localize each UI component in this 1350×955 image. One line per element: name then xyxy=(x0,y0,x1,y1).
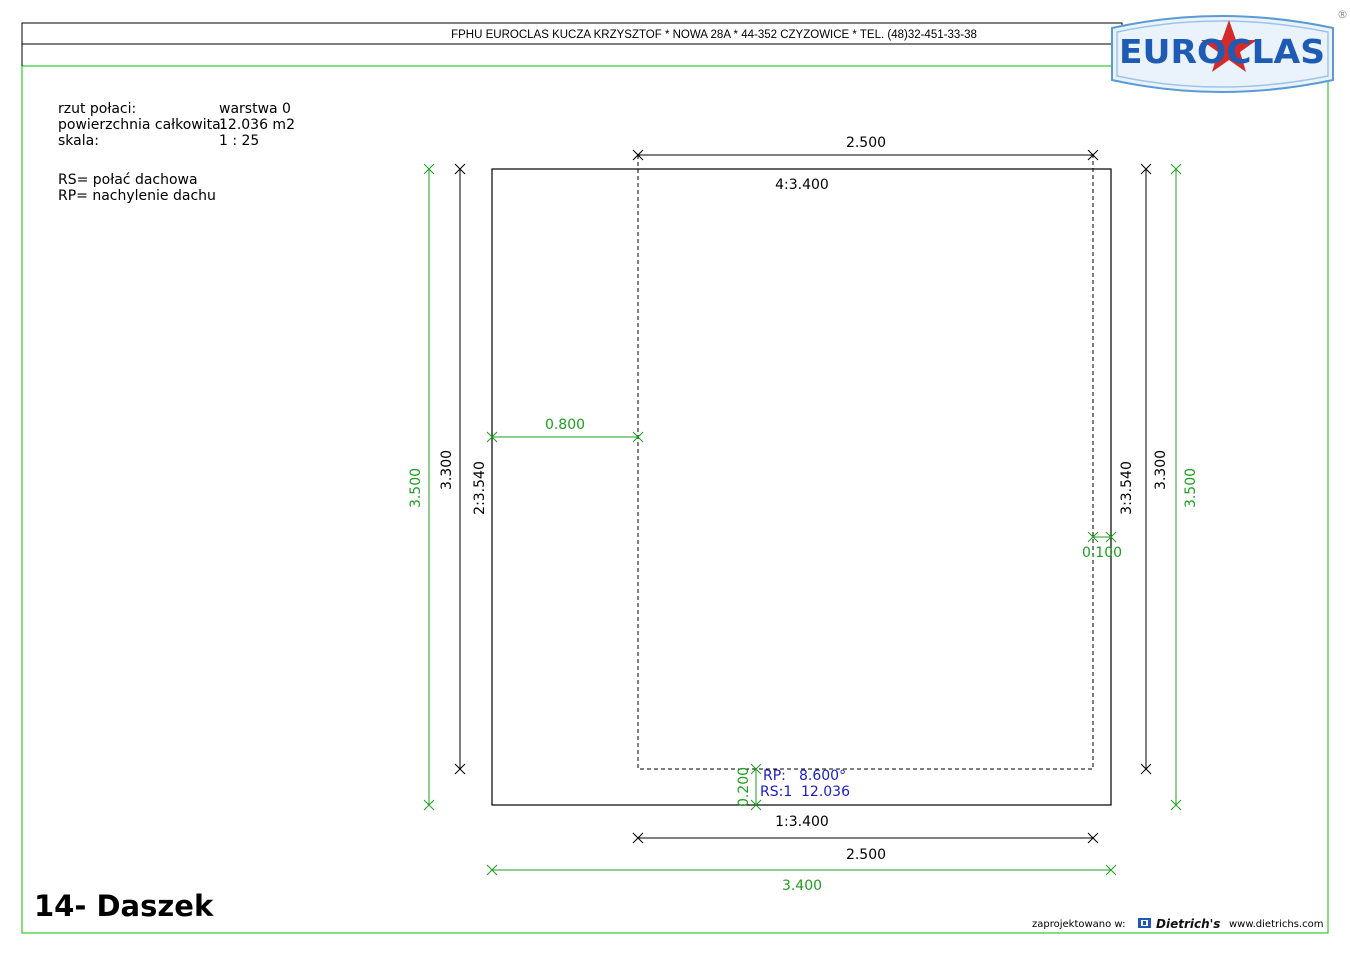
logo-text: EUROCLAS xyxy=(1119,32,1325,71)
registered-mark: ® xyxy=(1337,8,1348,21)
dim-bottom-green: 3.400 xyxy=(782,878,822,894)
rs-value: 12.036 xyxy=(801,784,850,800)
dim-right-small-green: 0.100 xyxy=(1082,545,1122,561)
rp-label: RP: xyxy=(763,768,786,784)
info-value-plan: warstwa 0 xyxy=(219,101,291,117)
dim-top-black: 2.500 xyxy=(846,135,886,151)
footer-url[interactable]: www.dietrichs.com xyxy=(1229,919,1323,930)
info-label-scale: skala: xyxy=(58,133,99,149)
edge-label-bottom: 1:3.400 xyxy=(775,814,829,830)
edge-label-top: 4:3.400 xyxy=(775,177,829,193)
info-label-area: powierzchnia całkowita: xyxy=(58,117,225,133)
info-value-scale: 1 : 25 xyxy=(219,133,259,149)
rp-value: 8.600° xyxy=(799,768,846,784)
company-line: FPHU EUROCLAS KUCZA KRZYSZTOF * NOWA 28A… xyxy=(451,29,977,41)
dim-left-black: 3.300 xyxy=(439,450,455,490)
dim-bottom-black: 2.500 xyxy=(846,847,886,863)
inner-dashed-outline xyxy=(637,155,1094,770)
rs-label: RS:1 xyxy=(760,784,792,800)
footer-brand: Dietrich's xyxy=(1156,917,1220,931)
dim-right-green: 3.500 xyxy=(1183,468,1199,508)
info-block: rzut połaci: warstwa 0 powierzchnia całk… xyxy=(58,101,295,204)
drawing-title: 14- Daszek xyxy=(34,889,214,923)
sheet-frame xyxy=(21,65,1329,934)
star-icon xyxy=(1201,20,1257,72)
euroclas-logo: EUROCLAS xyxy=(1111,15,1334,93)
dim-offset-green: 0.800 xyxy=(545,417,585,433)
dim-bottom-small-green: 0.200 xyxy=(736,767,752,807)
dim-right-black: 3.300 xyxy=(1153,450,1169,490)
legend-rp: RP= nachylenie dachu xyxy=(58,188,216,204)
info-label-plan: rzut połaci: xyxy=(58,101,136,117)
legend-rs: RS= połać dachowa xyxy=(58,172,198,188)
edge-label-left: 2:3.540 xyxy=(472,461,488,515)
edge-label-right: 3:3.540 xyxy=(1119,461,1135,515)
dietrichs-logo-icon xyxy=(1138,918,1151,928)
dim-left-green: 3.500 xyxy=(408,468,424,508)
footer-designed-with: zaprojektowano w: xyxy=(1032,919,1125,930)
info-value-area: 12.036 m2 xyxy=(219,117,295,133)
roof-outline xyxy=(491,168,1112,806)
